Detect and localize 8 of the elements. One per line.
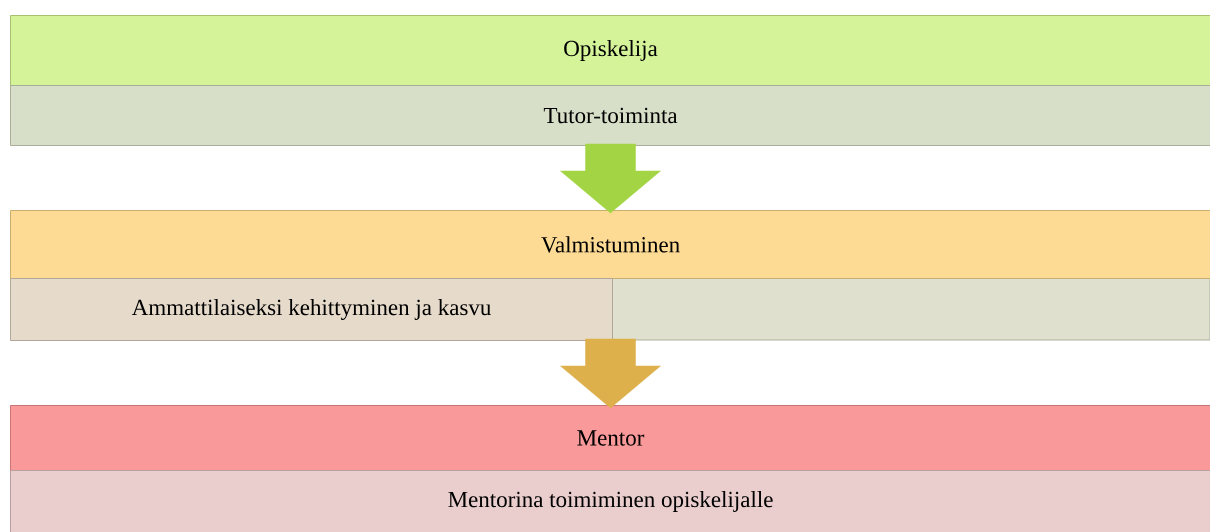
band-box: Valmistuminen [10, 210, 1210, 279]
block-arrow [560, 143, 661, 214]
band-box: Tutor-toiminta [10, 85, 1210, 146]
band-box: Opiskelija [10, 15, 1210, 86]
band-box: Ammattilaiseksi kehittyminen ja kasvu [10, 278, 613, 341]
block-arrow [560, 338, 661, 409]
band-box: Mentorina toimiminen opiskelijalle [10, 470, 1210, 532]
band-box: Mentor [10, 405, 1210, 471]
